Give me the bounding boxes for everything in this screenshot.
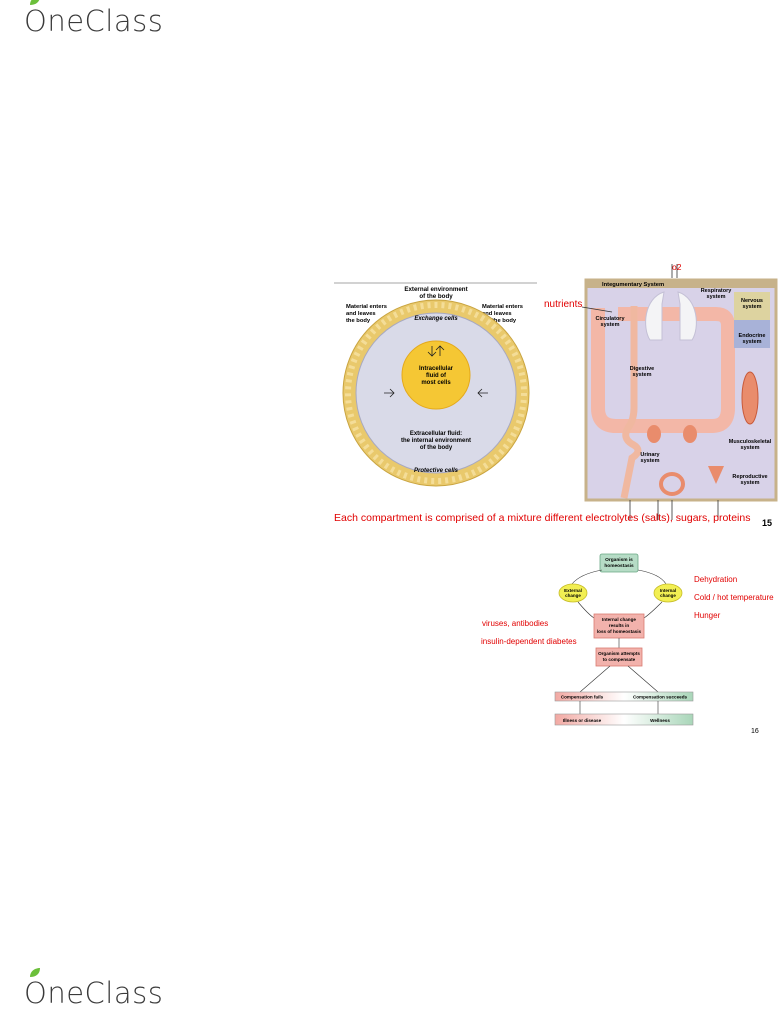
- label-extracellular-2: the internal environment: [401, 438, 471, 444]
- node-external-change: [558, 583, 588, 603]
- label-enter-right-3: the body: [492, 318, 517, 324]
- node-attempt-1: Organism attempts: [598, 651, 640, 656]
- caption-slide-15: Each compartment is comprised of a mixtu…: [334, 512, 751, 524]
- node-loss-2: results in: [609, 623, 630, 628]
- brand-name: OneClass: [24, 4, 164, 38]
- note-insulin-diabetes: insulin-dependent diabetes: [481, 637, 577, 646]
- label-respiratory-1: Respiratory: [701, 288, 733, 294]
- kidney-right-icon: [683, 425, 697, 443]
- label-exchange-cells: Exchange cells: [414, 316, 458, 322]
- node-homeostasis-1: Organism is: [605, 557, 633, 563]
- circulatory-loop: [591, 307, 735, 433]
- leaf-icon: [30, 0, 40, 5]
- label-protective-cells: Protective cells: [414, 468, 459, 474]
- label-reproductive-2: system: [741, 480, 760, 486]
- node-internal-change: [653, 583, 683, 603]
- label-enter-right-1: Material enters: [482, 304, 523, 310]
- oneclass-logo-top: OneClass: [24, 0, 164, 38]
- kidney-left-icon: [647, 425, 661, 443]
- label-nervous-1: Nervous: [741, 298, 763, 304]
- label-enter-left-2: and leaves: [346, 311, 376, 317]
- node-internal-2: change: [660, 593, 676, 598]
- node-attempt-compensate: [595, 647, 643, 667]
- node-illness: Illness or disease: [563, 718, 602, 723]
- oneclass-logo-bottom: OneClass: [24, 968, 164, 1010]
- muscle-icon: [741, 371, 759, 425]
- label-endocrine-1: Endocrine: [739, 333, 766, 339]
- note-hunger: Hunger: [694, 611, 721, 620]
- label-respiratory-2: system: [707, 294, 726, 300]
- node-attempt-2: to compensate: [603, 657, 636, 662]
- node-external-2: change: [565, 593, 581, 598]
- label-reproductive-1: Reproductive: [732, 474, 767, 480]
- label-circulatory-2: system: [601, 322, 620, 328]
- brand-name: OneClass: [24, 976, 164, 1010]
- lungs-icon: [645, 291, 697, 341]
- label-intracellular-1: Intracellular: [419, 366, 454, 372]
- label-circulatory-1: Circulatory: [595, 316, 625, 322]
- node-homeostasis: [599, 553, 639, 573]
- node-external-1: External: [564, 588, 582, 593]
- node-succeeds: Compensation succeeds: [633, 695, 688, 700]
- note-dehydration: Dehydration: [694, 575, 738, 584]
- node-loss-of-homeostasis: [593, 613, 645, 639]
- digestive-tract: [620, 306, 642, 499]
- label-digestive-1: Digestive: [630, 366, 654, 372]
- label-urinary-2: system: [641, 458, 660, 464]
- leaf-icon: [30, 968, 40, 977]
- bladder-icon: [659, 472, 685, 496]
- organ-systems-diagram: Integumentary System Nervous system Endo…: [584, 264, 778, 520]
- note-temperature: Cold / hot temperature: [694, 593, 774, 602]
- label-intracellular-3: most cells: [421, 380, 451, 386]
- compensation-bar: [554, 691, 694, 702]
- label-intracellular-2: fluid of: [426, 373, 447, 379]
- reproductive-icon: [708, 466, 724, 484]
- label-enter-left-3: the body: [346, 318, 371, 324]
- label-digestive-2: system: [633, 372, 652, 378]
- slide-16-figure: Organism is homeostasis External change …: [480, 548, 780, 738]
- node-loss-3: loss of homeostasis: [597, 629, 642, 634]
- label-musculoskeletal-2: system: [741, 445, 760, 451]
- node-loss-1: Internal change: [602, 617, 636, 622]
- page-number-15: 15: [762, 518, 773, 528]
- label-enter-left-1: Material enters: [346, 304, 387, 310]
- page-number-16: 16: [751, 728, 759, 735]
- label-integumentary: Integumentary System: [602, 282, 664, 288]
- node-homeostasis-2: homeostasis: [604, 563, 634, 569]
- node-internal-1: Internal: [660, 588, 676, 593]
- node-fails: Compensation fails: [561, 695, 604, 700]
- node-wellness: Wellness: [650, 718, 670, 723]
- label-musculoskeletal-1: Musculoskeletal: [729, 439, 772, 445]
- note-viruses: viruses, antibodies: [482, 619, 549, 628]
- slide-15-figure: External environment of the body Materia…: [332, 258, 780, 528]
- annotation-nutrients: nutrients: [544, 299, 582, 310]
- label-external-environment-2: of the body: [419, 293, 453, 300]
- label-extracellular-1: Extracellular fluid:: [410, 431, 462, 437]
- label-extracellular-3: of the body: [420, 445, 453, 451]
- intracellular-fluid-circle: [401, 340, 471, 410]
- label-urinary-1: Urinary: [640, 452, 660, 458]
- label-external-environment: External environment: [404, 286, 467, 293]
- label-enter-right-2: and leaves: [482, 311, 512, 317]
- label-nervous-2: system: [743, 304, 762, 310]
- annotation-o2: o2: [672, 262, 682, 272]
- label-endocrine-2: system: [743, 339, 762, 345]
- homeostasis-flowchart: Organism is homeostasis External change …: [554, 553, 694, 726]
- body-fluid-compartments-diagram: External environment of the body Materia…: [334, 262, 778, 520]
- outcome-bar: [554, 713, 694, 726]
